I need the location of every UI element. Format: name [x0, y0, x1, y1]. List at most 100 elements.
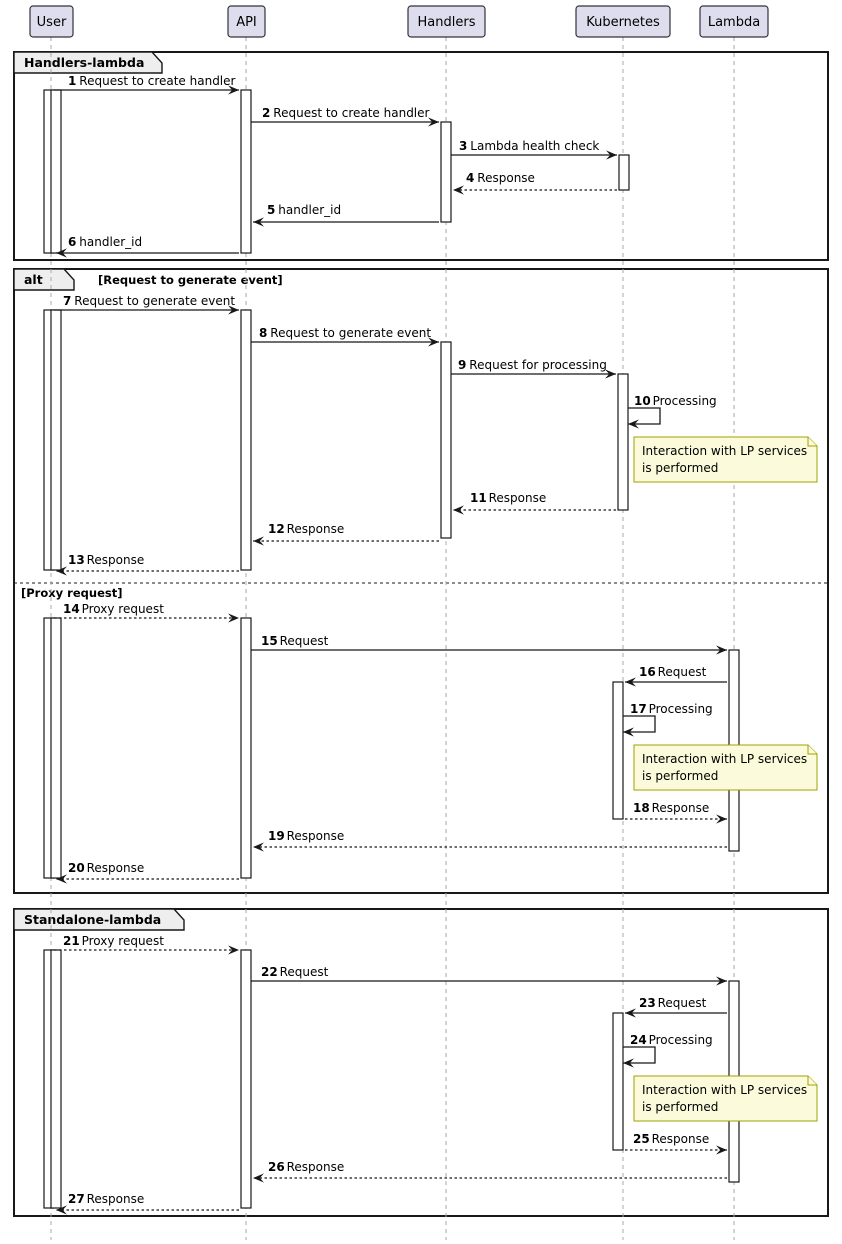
message-number-2: 2 [262, 106, 270, 120]
frame-border-handlers-lambda [13, 51, 829, 261]
frame-handlers-lambda: Handlers-lambda [13, 51, 829, 261]
arrow-head [428, 337, 439, 347]
participant-box-api[interactable] [227, 5, 266, 38]
self-message-number-10: 10 [634, 394, 651, 408]
arrow-head [253, 536, 264, 546]
message-label-16: Request [658, 665, 707, 679]
self-message-label-24: Processing [649, 1033, 713, 1047]
self-message-number-24: 24 [630, 1033, 647, 1047]
self-message-label-17: Processing [649, 702, 713, 716]
message-number-27: 27 [68, 1192, 85, 1206]
message-label-13: Response [87, 553, 145, 567]
participant-box-user[interactable] [29, 5, 74, 38]
activation-bar-api-d1 [240, 949, 252, 1209]
frame-tab-handlers-lambda [13, 51, 163, 74]
self-message-line-17 [623, 715, 656, 733]
message-number-13: 13 [68, 553, 85, 567]
arrow-head [56, 1205, 67, 1215]
arrow-head [428, 117, 439, 127]
participant-box-kubernetes[interactable] [575, 5, 671, 38]
message-label-21: Proxy request [82, 934, 165, 948]
arrow-head [623, 727, 634, 737]
message-label-19: Response [287, 829, 345, 843]
participant-lambda[interactable]: Lambda [699, 5, 769, 38]
participant-kubernetes[interactable]: Kubernetes [575, 5, 671, 38]
message-label-20: Response [87, 861, 145, 875]
note-body-note-3 [633, 1075, 818, 1122]
arrow-head [716, 976, 727, 986]
note-line-note-2-1: is performed [642, 769, 718, 783]
activation-bar-lam-a1 [618, 154, 630, 191]
message-number-26: 26 [268, 1160, 285, 1174]
activation-bar-kub-d1 [612, 1012, 624, 1151]
participant-box-lambda[interactable] [699, 5, 769, 38]
activation-bar-api-a1 [240, 89, 252, 254]
message-label-22: Request [280, 965, 329, 979]
arrow-head [56, 566, 67, 576]
note-note-3: Interaction with LP services is performed [633, 1075, 818, 1122]
message-number-7: 7 [63, 294, 71, 308]
participant-handlers[interactable]: Handlers [407, 5, 486, 38]
note-line-note-1-0: Interaction with LP services [642, 444, 807, 458]
activation-bar-user-b2 [50, 309, 62, 571]
arrow-head [625, 1008, 636, 1018]
arrow-head [56, 248, 67, 258]
activation-bar-user-c2 [50, 617, 62, 879]
message-label-27: Response [87, 1192, 145, 1206]
frame-section-label-alt-0: [Proxy request] [21, 586, 122, 600]
frame-condition-alt: [Request to generate event] [98, 273, 283, 287]
message-number-3: 3 [459, 139, 467, 153]
arrow-head [716, 1145, 727, 1155]
message-label-12: Response [287, 522, 345, 536]
self-message-line-24 [623, 1046, 656, 1064]
frame-border-standalone-lambda [13, 908, 829, 1217]
arrow-head [228, 305, 239, 315]
frame-standalone-lambda: Standalone-lambda [13, 908, 829, 1217]
message-number-4: 4 [466, 171, 474, 185]
message-number-14: 14 [63, 602, 80, 616]
message-number-25: 25 [633, 1132, 650, 1146]
participant-box-handlers[interactable] [407, 5, 486, 38]
note-body-note-1 [633, 436, 818, 483]
message-label-6: handler_id [79, 235, 142, 249]
message-label-23: Request [658, 996, 707, 1010]
participants-layer: User API Handlers Kubernetes Lambda [29, 5, 769, 38]
participant-user[interactable]: User [29, 5, 74, 38]
arrow-head [56, 874, 67, 884]
arrow-head [625, 677, 636, 687]
message-number-19: 19 [268, 829, 285, 843]
arrow-head [253, 217, 264, 227]
arrow-head [253, 1173, 264, 1183]
message-label-26: Response [287, 1160, 345, 1174]
message-label-1: Request to create handler [79, 74, 235, 88]
arrow-head [716, 814, 727, 824]
participant-label-handlers: Handlers [418, 15, 476, 30]
message-number-5: 5 [267, 203, 275, 217]
message-label-15: Request [280, 634, 329, 648]
activation-bar-user-a2 [50, 89, 62, 254]
note-line-note-3-1: is performed [642, 1100, 718, 1114]
activation-bar-api-c1 [240, 617, 252, 879]
frame-alt: alt[Request to generate event][Proxy req… [13, 268, 829, 894]
arrow-head [228, 85, 239, 95]
message-label-18: Response [652, 801, 710, 815]
message-number-11: 11 [470, 491, 487, 505]
note-line-note-3-0: Interaction with LP services [642, 1083, 807, 1097]
participant-api[interactable]: API [227, 5, 266, 38]
